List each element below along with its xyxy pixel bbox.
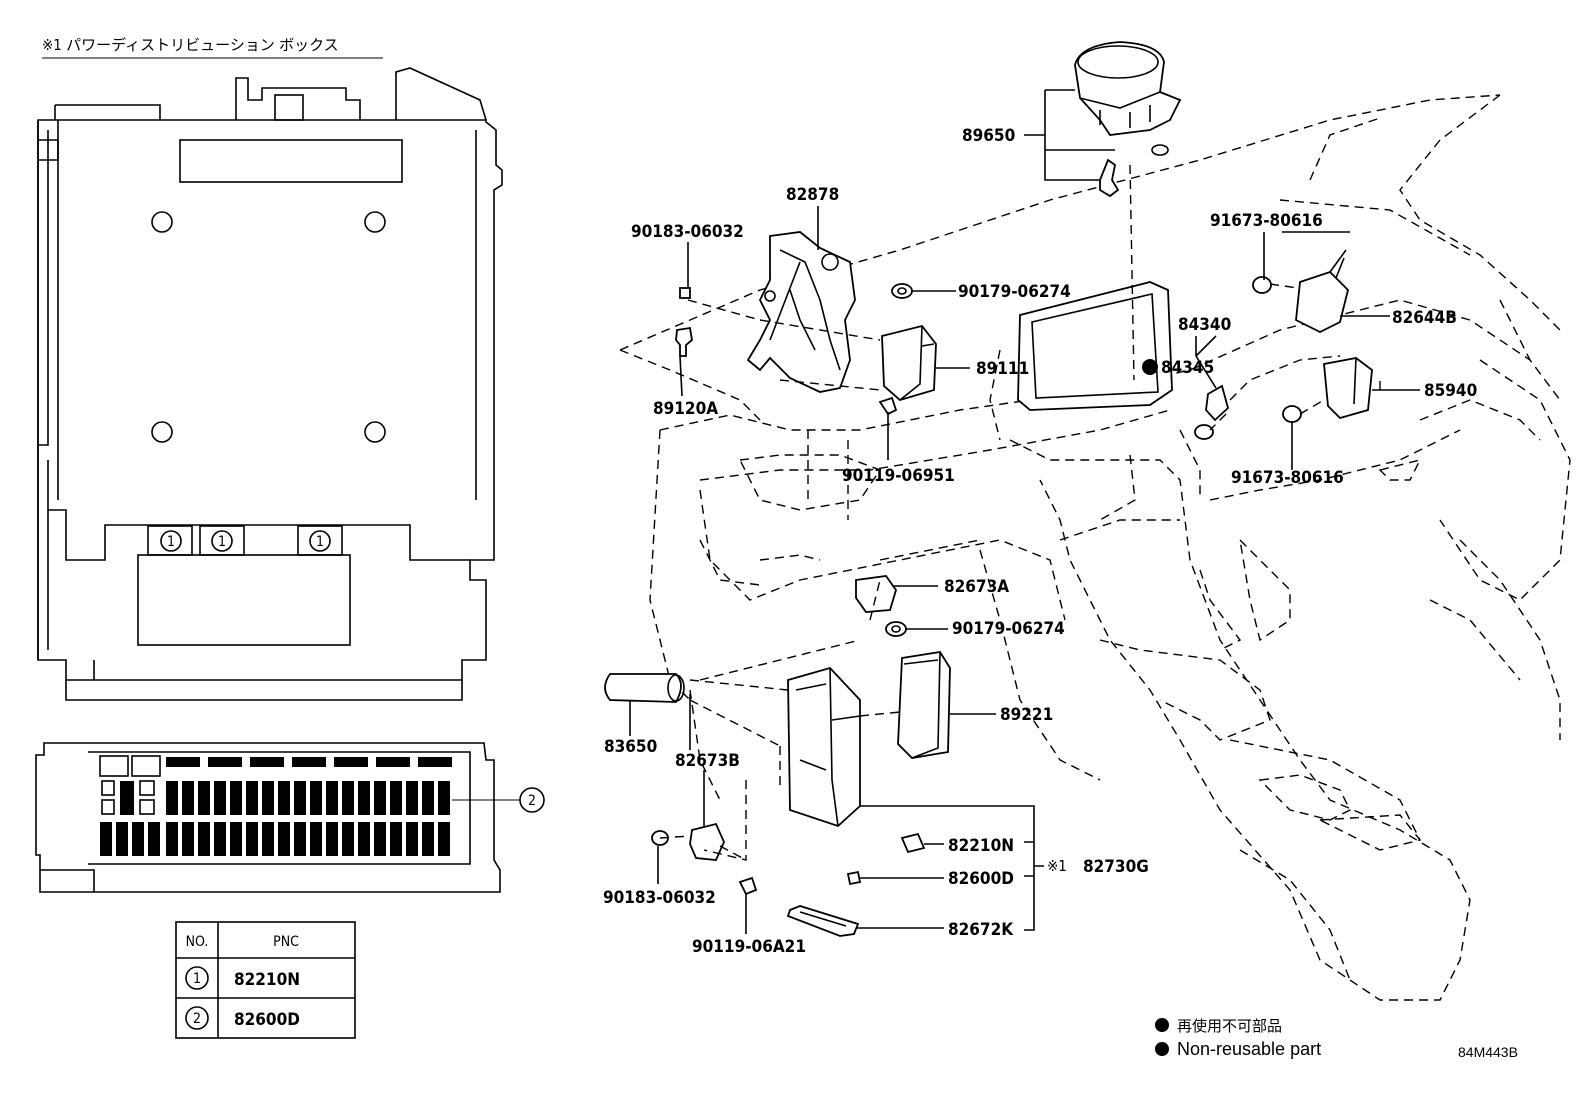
cover-82672K: [786, 905, 860, 937]
label-90119-06951: 90119-06951: [842, 466, 955, 486]
circle-marker-2: 2: [528, 793, 536, 809]
table-header-no: NO.: [186, 934, 209, 950]
fuse-block-drawing: 2: [35, 742, 545, 893]
instrument-panel-outline: [619, 94, 1571, 1001]
power-distribution-box-drawing: 1 1 1: [37, 67, 503, 701]
label-90119-06A21: 90119-06A21: [692, 937, 806, 957]
label-89221: 89221: [1000, 705, 1053, 725]
label-90179-bottom: 90179-06274: [952, 619, 1065, 639]
label-91673-bottom: 91673-80616: [1231, 468, 1344, 488]
label-89111: 89111: [976, 359, 1029, 379]
label-85940: 85940: [1424, 381, 1477, 401]
table-row-1-no: 1: [193, 971, 201, 987]
label-82600D: 82600D: [948, 869, 1014, 889]
illustration-code: 84M443B: [1458, 1044, 1518, 1060]
clip-89120A: [675, 326, 693, 357]
bolt-90119-06A21: [738, 876, 758, 896]
table-row-1-pnc: 82210N: [234, 970, 300, 990]
part-labels: 89650 82878 90183-06032 90179-06274 9167…: [603, 126, 1477, 957]
bracket-82878: [746, 231, 856, 393]
label-82210N: 82210N: [948, 836, 1014, 856]
label-89120A: 89120A: [653, 399, 718, 419]
bolt-91673-top: [1252, 276, 1272, 294]
fuse-82210N: [900, 832, 926, 854]
small-clip-90183-top: [679, 287, 691, 299]
switch-85940: [1323, 357, 1373, 420]
label-82673B: 82673B: [675, 751, 740, 771]
legend-dot-english: [1155, 1042, 1169, 1056]
label-84345: 84345: [1161, 358, 1214, 378]
nut-90179-top: [891, 283, 913, 299]
non-reusable-dot-84345: [1142, 359, 1158, 375]
title-note: ※1 パワーディストリビューション ボックス: [42, 36, 339, 54]
label-90179-top: 90179-06274: [958, 282, 1071, 302]
switch-84345: [1194, 384, 1230, 440]
label-82672K: 82672K: [948, 920, 1014, 940]
actuator-89650: [1074, 41, 1182, 198]
label-91673-top: 91673-80616: [1210, 211, 1323, 231]
leader-lines: [629, 89, 1420, 934]
fuse-82600D: [846, 870, 862, 886]
label-83650: 83650: [604, 737, 657, 757]
label-82730G: 82730G: [1083, 857, 1149, 877]
junction-block-82730G: [787, 666, 861, 828]
legend-japanese: 再使用不可部品: [1177, 1017, 1282, 1035]
table-row-2-no: 2: [193, 1011, 201, 1027]
nut-90179-bottom: [885, 621, 907, 637]
label-82673A: 82673A: [944, 577, 1009, 597]
bracket-82673B: [689, 822, 725, 861]
module-82644B: [1295, 249, 1349, 334]
ecu-89221: [897, 651, 951, 759]
circle-marker-1a: 1: [167, 534, 175, 550]
label-82644B: 82644B: [1392, 308, 1457, 328]
bolt-91673-bottom: [1282, 405, 1302, 423]
cover-83650: [604, 673, 685, 703]
circle-marker-1b: 1: [218, 534, 226, 550]
ecu-89111: [881, 324, 937, 402]
table-header-pnc: PNC: [273, 934, 299, 950]
pnc-table: NO. PNC 1 82210N 2 82600D: [175, 921, 356, 1039]
label-90183-bottom: 90183-06032: [603, 888, 716, 908]
legend-dot-japanese: [1155, 1018, 1169, 1032]
bracket-82673A: [855, 575, 897, 613]
legend-english: Non-reusable part: [1177, 1039, 1321, 1059]
label-82730G-prefix: ※1: [1047, 857, 1067, 875]
label-84340: 84340: [1178, 315, 1231, 335]
label-82878: 82878: [786, 185, 839, 205]
label-89650: 89650: [962, 126, 1015, 146]
legend: 再使用不可部品 Non-reusable part: [1155, 1017, 1321, 1059]
bolt-90119-06951: [878, 396, 898, 420]
circle-marker-1c: 1: [316, 534, 324, 550]
table-row-2-pnc: 82600D: [234, 1010, 300, 1030]
label-90183-top: 90183-06032: [631, 222, 744, 242]
